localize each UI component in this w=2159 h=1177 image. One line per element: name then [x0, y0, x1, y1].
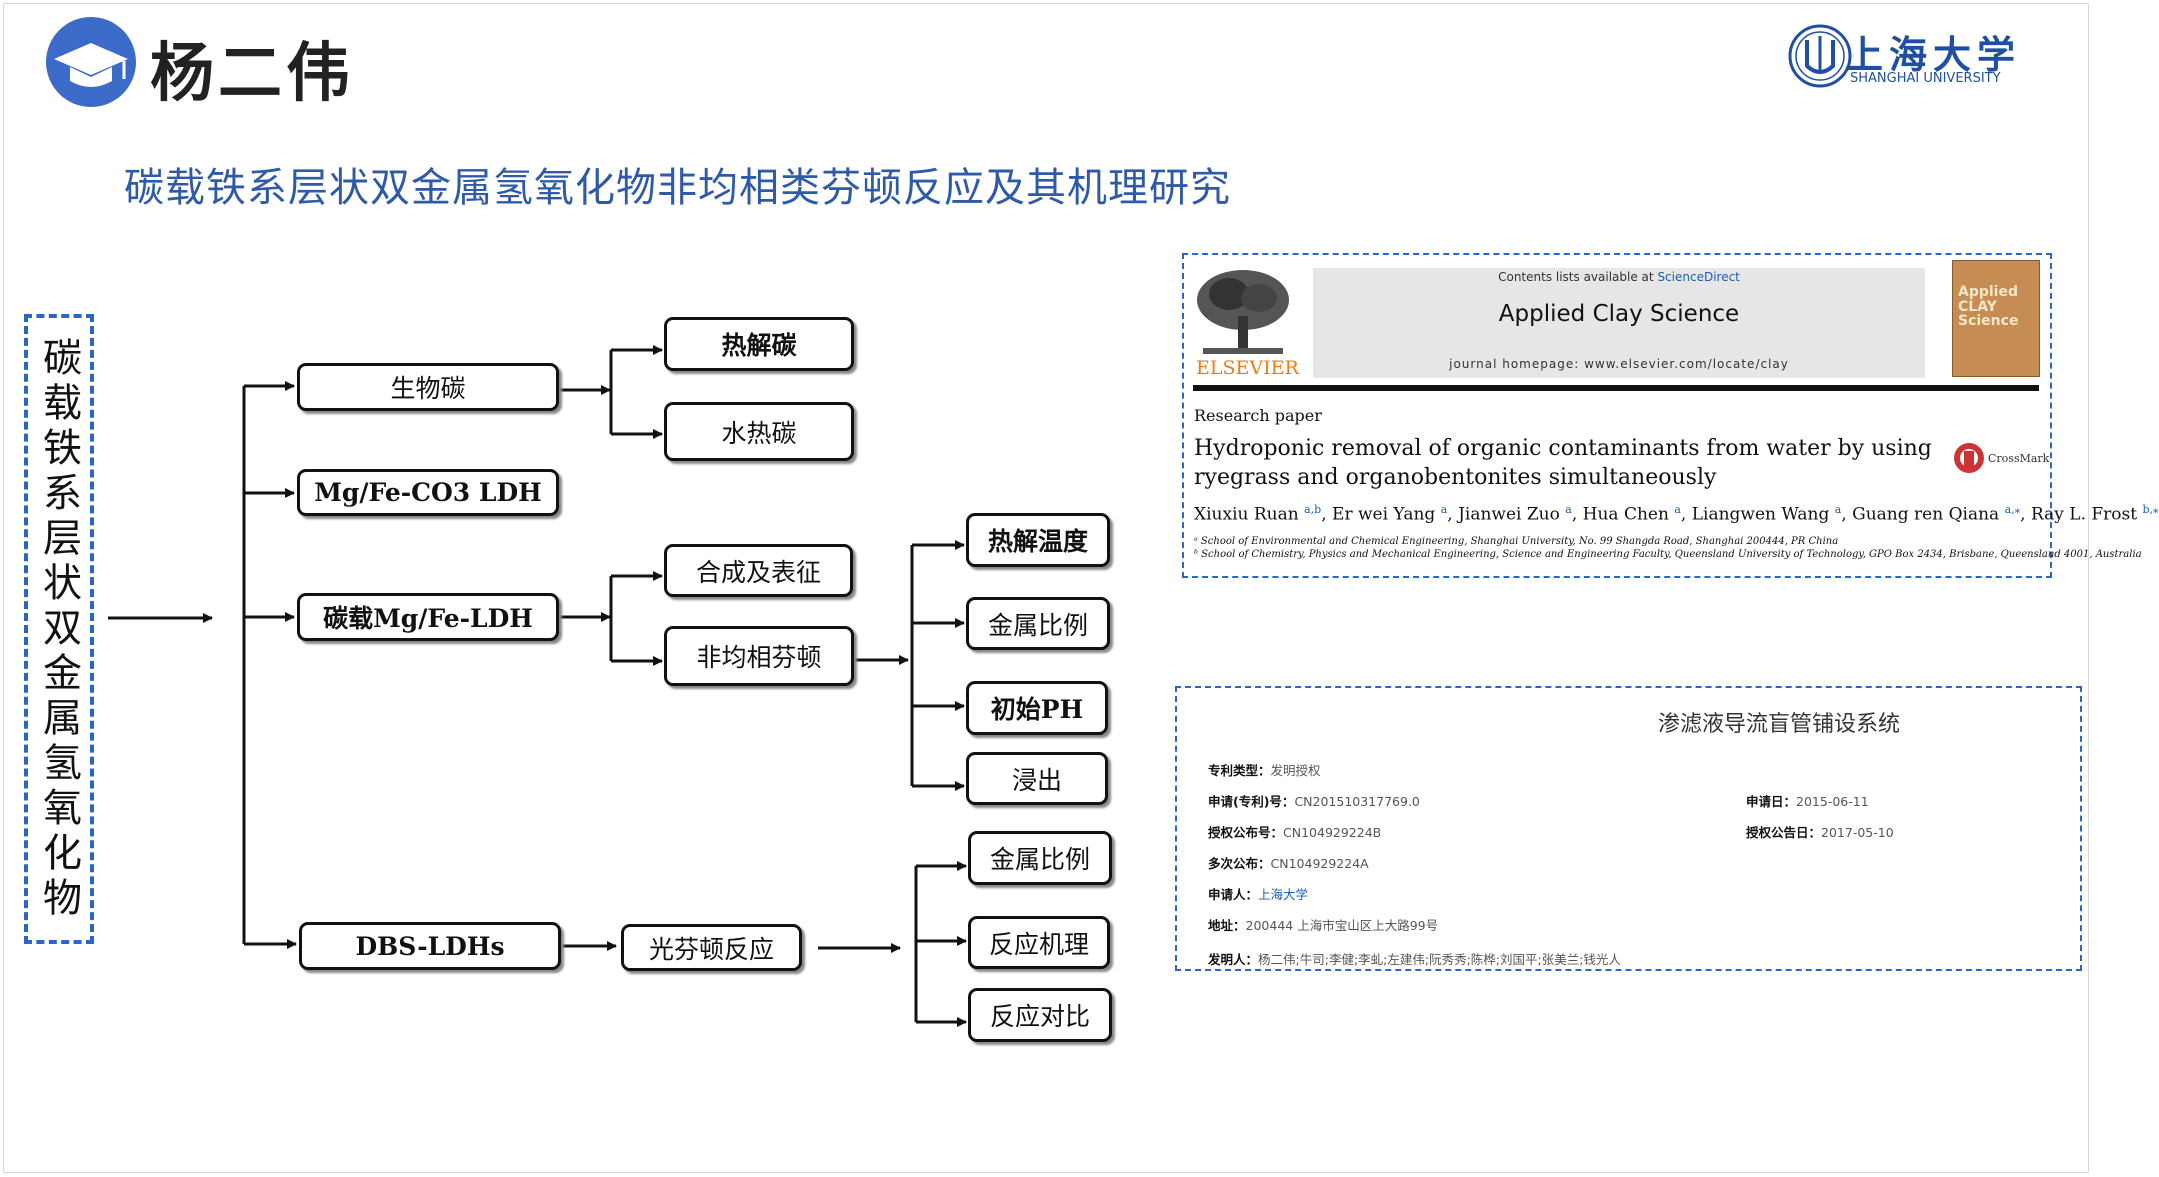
author-affiliation-mark: a,⁎: [2004, 503, 2021, 516]
node-pyrolysis-carbon: 热解碳: [664, 317, 854, 371]
patent-multi-row: 多次公布：CN104929224A: [1208, 856, 1369, 871]
elsevier-tree-logo: [1193, 268, 1293, 356]
author-affiliation-mark: a: [1834, 503, 1842, 516]
homepage-link[interactable]: www.elsevier.com/locate/clay: [1584, 357, 1789, 371]
journal-cover: [1952, 260, 2040, 377]
university-name-en: SHANGHAI UNIVERSITY: [1850, 71, 2001, 86]
patent-address-row: 地址：200444 上海市宝山区上大路99号: [1208, 918, 1439, 933]
node-leaching: 浸出: [966, 752, 1108, 805]
patent-pubdate-row: 授权公告日：2017-05-10: [1746, 825, 1894, 840]
patent-type-row: 专利类型：发明授权: [1208, 763, 1321, 778]
root-topic-box: 碳载铁系层状双金属氢氧化物: [24, 314, 94, 944]
author-name: Liangwen Wang: [1691, 504, 1830, 525]
node-carbon-mgfe-ldh: 碳载Mg/Fe-LDH: [297, 593, 559, 641]
crossmark-icon[interactable]: [1952, 441, 1986, 475]
author-affiliation-mark: b,⁎: [2142, 503, 2159, 516]
patent-pubno-row: 授权公布号：CN104929224B: [1208, 825, 1382, 840]
node-metal-ratio: 金属比例: [966, 597, 1110, 650]
presenter-name: 杨二伟: [150, 36, 354, 111]
article-title: Hydroponic removal of organic contaminan…: [1194, 436, 1932, 490]
node-metal-ratio-2: 金属比例: [968, 831, 1112, 885]
patent-appno-row: 申请(专利)号：CN201510317769.0: [1208, 794, 1420, 809]
patent-inventor-row: 发明人：杨二伟;牛司;李健;李虬;左建伟;阮秀秀;陈桦;刘国平;张美兰;钱光人: [1208, 952, 1621, 967]
author-affiliation-mark: a: [1674, 503, 1681, 516]
node-dbs-ldhs: DBS-LDHs: [299, 922, 561, 970]
node-biochar: 生物碳: [297, 363, 559, 411]
author-name: Hua Chen: [1582, 504, 1669, 525]
affiliation-b: ᵇ School of Chemistry, Physics and Mecha…: [1194, 549, 2142, 560]
author-name: Jianwei Zuo: [1458, 504, 1560, 525]
patent-title: 渗滤液导流盲管铺设系统: [1658, 712, 1901, 737]
applicant-link[interactable]: 上海大学: [1258, 887, 1309, 902]
node-reaction-comparison: 反应对比: [968, 988, 1112, 1042]
affiliation-a: ᵃ School of Environmental and Chemical E…: [1194, 536, 1839, 547]
node-heterogeneous-fenton: 非均相芬顿: [664, 626, 854, 686]
crossmark-label: CrossMark: [1988, 452, 2050, 465]
journal-divider: [1193, 385, 2039, 391]
author-name: Guang ren Qiana: [1852, 504, 2000, 525]
diagram-connectors: [108, 345, 967, 1027]
node-photo-fenton: 光芬顿反应: [621, 924, 802, 971]
graduation-cap-icon: [46, 17, 136, 107]
patent-panel: [1175, 686, 2082, 971]
sciencedirect-link[interactable]: ScienceDirect: [1657, 270, 1740, 284]
node-initial-ph: 初始PH: [966, 681, 1108, 735]
patent-applicant-row: 申请人：上海大学: [1208, 887, 1309, 902]
author-name: Xiuxiu Ruan: [1194, 504, 1299, 525]
node-pyrolysis-temperature: 热解温度: [966, 513, 1110, 567]
author-list: Xiuxiu Ruan a,b, Er wei Yang a, Jianwei …: [1194, 503, 2159, 525]
root-topic-label: 碳载铁系层状双金属氢氧化物: [36, 336, 82, 922]
author-affiliation-mark: a: [1565, 503, 1572, 516]
node-mgfe-co3-ldh: Mg/Fe-CO3 LDH: [297, 469, 559, 516]
journal-name: Applied Clay Science: [1498, 301, 1740, 327]
article-section: Research paper: [1194, 406, 1322, 425]
node-synthesis-characterization: 合成及表征: [664, 544, 853, 597]
slide-frame: [3, 3, 2089, 1173]
contents-line: Contents lists available at ScienceDirec…: [1498, 270, 1740, 284]
node-hydrothermal-carbon: 水热碳: [664, 402, 854, 461]
research-title: 碳载铁系层状双金属氢氧化物非均相类芬顿反应及其机理研究: [124, 165, 1231, 211]
journal-homepage: journal homepage: www.elsevier.com/locat…: [1449, 357, 1789, 371]
elsevier-wordmark: ELSEVIER: [1196, 357, 1299, 379]
patent-appdate-row: 申请日：2015-06-11: [1746, 794, 1869, 809]
journal-header: [1313, 268, 1925, 378]
author-name: Er wei Yang: [1332, 504, 1436, 525]
author-affiliation-mark: a: [1440, 503, 1448, 516]
author-name: Ray L. Frost: [2030, 504, 2138, 525]
cover-title: Applied CLAY Science: [1958, 284, 2019, 330]
author-affiliation-mark: a,b: [1304, 503, 1322, 516]
shanghai-university-emblem: [1787, 20, 1853, 92]
node-reaction-mechanism: 反应机理: [968, 916, 1110, 969]
university-name-cn: 上海大学: [1845, 32, 2022, 77]
